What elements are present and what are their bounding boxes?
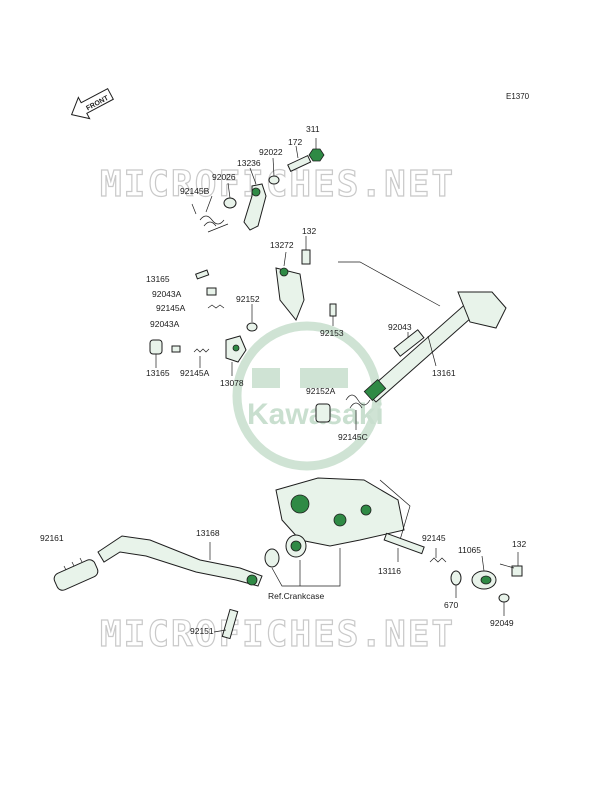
label-92145C: 92145C bbox=[338, 432, 368, 442]
pin-13165-top bbox=[195, 269, 210, 280]
shift-shaft-13161 bbox=[338, 261, 507, 403]
spring-92145A-bottom bbox=[193, 348, 210, 368]
watermark-top: MICROFICHES.NET bbox=[100, 164, 455, 205]
bolt-92151 bbox=[213, 608, 239, 640]
shift-arm-13236 bbox=[243, 167, 267, 231]
label-11065: 11065 bbox=[458, 545, 481, 555]
kawasaki-logo: Kawasaki bbox=[232, 321, 384, 471]
label-13236: 13236 bbox=[237, 158, 261, 168]
collar-92043 bbox=[393, 329, 425, 357]
label-670: 670 bbox=[444, 600, 458, 610]
label-92145B: 92145B bbox=[180, 186, 210, 196]
label-92151: 92151 bbox=[190, 626, 214, 636]
stud-172 bbox=[287, 145, 312, 172]
label-92152A: 92152A bbox=[306, 386, 336, 396]
plate-13272 bbox=[275, 251, 305, 321]
pin-13165-bottom bbox=[149, 339, 163, 368]
label-92026: 92026 bbox=[212, 172, 236, 182]
spring-92145 bbox=[429, 548, 447, 563]
washer-92049 bbox=[498, 593, 510, 616]
washer-92026 bbox=[223, 182, 237, 209]
label-13165-bottom: 13165 bbox=[146, 368, 170, 378]
label-172: 172 bbox=[288, 137, 302, 147]
label-13168: 13168 bbox=[196, 528, 220, 538]
nut-311 bbox=[308, 138, 325, 162]
label-13272: 13272 bbox=[270, 240, 294, 250]
ratchet-13078 bbox=[225, 335, 247, 376]
crankcase-section bbox=[275, 477, 411, 547]
bolt-132-top bbox=[301, 236, 311, 265]
label-13116: 13116 bbox=[378, 566, 401, 576]
diagram-code: E1370 bbox=[506, 92, 530, 101]
pin-92043A-top bbox=[206, 287, 217, 296]
washer-92152 bbox=[246, 304, 258, 332]
label-92145A-bottom: 92145A bbox=[180, 368, 210, 378]
label-13165-top: 13165 bbox=[146, 274, 170, 284]
label-13078: 13078 bbox=[220, 378, 244, 388]
label-92049: 92049 bbox=[490, 618, 514, 628]
label-92152: 92152 bbox=[236, 294, 260, 304]
rubber-92161 bbox=[53, 557, 99, 591]
spring-92145C bbox=[345, 394, 371, 430]
label-92043: 92043 bbox=[388, 322, 412, 332]
shaft-13116 bbox=[383, 532, 425, 562]
washer-92022 bbox=[268, 157, 280, 185]
front-arrow-icon: FRONT bbox=[70, 87, 114, 120]
washer-92152A bbox=[315, 403, 331, 423]
label-92145: 92145 bbox=[422, 533, 446, 543]
spring-92145A-top bbox=[207, 304, 225, 309]
label-92043A-top: 92043A bbox=[152, 289, 182, 299]
label-92145A-top: 92145A bbox=[156, 303, 186, 313]
label-92153: 92153 bbox=[320, 328, 344, 338]
pin-92043A-bottom bbox=[171, 345, 181, 353]
watermark-bottom: MICROFICHES.NET bbox=[100, 614, 455, 655]
bolt-132-bottom bbox=[499, 552, 523, 577]
label-132-bottom: 132 bbox=[512, 539, 526, 549]
boot-11065 bbox=[471, 555, 497, 590]
screw-92153 bbox=[329, 303, 337, 326]
label-92161: 92161 bbox=[40, 533, 64, 543]
shift-pedal-13168 bbox=[97, 535, 263, 587]
bearing-pair bbox=[264, 534, 341, 587]
label-13161: 13161 bbox=[432, 368, 456, 378]
ring-670 bbox=[450, 570, 462, 598]
label-132-top: 132 bbox=[302, 226, 316, 236]
logo-text: Kawasaki bbox=[247, 398, 384, 431]
label-92043A-bottom: 92043A bbox=[150, 319, 180, 329]
label-92022: 92022 bbox=[259, 147, 283, 157]
label-311: 311 bbox=[306, 124, 320, 134]
label-ref-crankcase: Ref.Crankcase bbox=[268, 591, 324, 601]
spring-92145B bbox=[191, 195, 229, 233]
